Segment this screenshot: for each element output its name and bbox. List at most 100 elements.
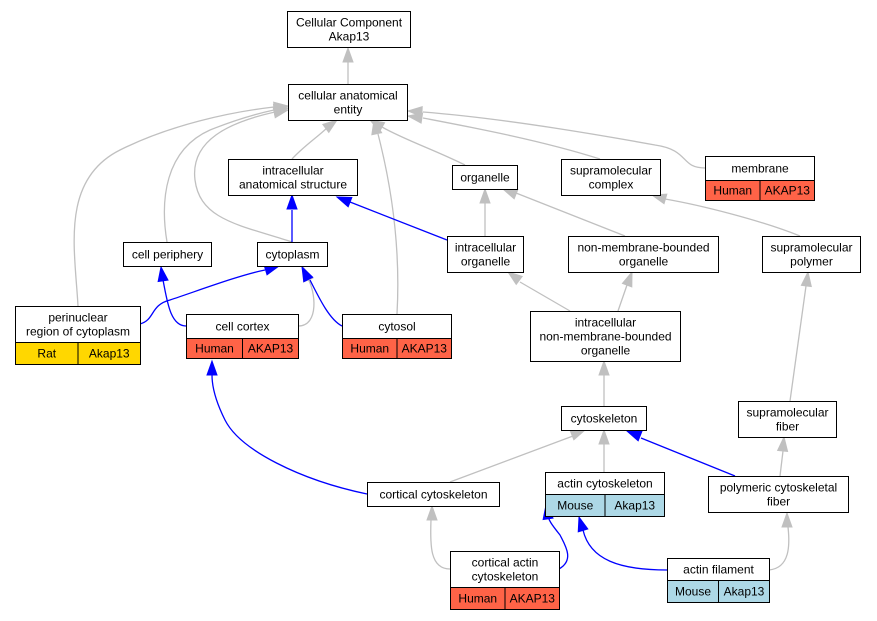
edge-is-a — [598, 359, 610, 406]
arrowhead — [625, 430, 643, 442]
arrowhead — [598, 359, 610, 376]
edge-line — [194, 111, 293, 243]
edge-part-of — [286, 193, 298, 242]
edge-line — [377, 133, 399, 315]
gene-label: Akap13 — [89, 347, 130, 361]
arrowhead — [621, 270, 633, 288]
species-label: Human — [195, 342, 234, 356]
arrowhead — [273, 101, 290, 113]
node-label: Cellular Component — [296, 16, 403, 30]
node-box — [287, 11, 411, 48]
species-label: Human — [713, 184, 752, 198]
node-box — [762, 236, 861, 273]
edge-is-a — [406, 106, 706, 169]
node-box — [342, 314, 452, 339]
edge-is-a — [598, 428, 610, 472]
edge-line — [664, 198, 801, 237]
arrowhead — [286, 193, 298, 210]
species-label: Mouse — [675, 585, 711, 599]
node-cytoplasm[interactable]: cytoplasm — [257, 242, 328, 267]
edge-is-a — [617, 270, 633, 312]
edge-part-of — [625, 430, 736, 477]
edge-line — [768, 526, 790, 571]
edge-line — [422, 111, 706, 169]
node-label: complex — [589, 178, 634, 192]
node-box — [561, 406, 647, 431]
arrowhead — [800, 270, 812, 288]
edge-is-a — [426, 504, 451, 570]
edge-part-of — [335, 196, 448, 241]
node-box — [447, 236, 524, 273]
arrowhead — [781, 511, 793, 528]
arrowhead — [598, 428, 610, 445]
gene-cell — [242, 338, 299, 359]
edge-is-a — [776, 435, 789, 477]
arrowhead — [577, 515, 589, 533]
edge-line — [789, 285, 807, 402]
edge-line — [779, 450, 784, 477]
arrowhead — [776, 435, 789, 452]
node-label: entity — [334, 103, 363, 117]
edge-line — [291, 125, 330, 160]
node-cell-periphery[interactable]: cell periphery — [123, 242, 212, 267]
node-label: non-membrane-bounded — [539, 330, 671, 344]
node-box — [530, 311, 681, 362]
gene-cell — [77, 342, 141, 365]
arrowhead — [479, 187, 491, 204]
node-label: cell periphery — [132, 248, 203, 262]
node-label: supramolecular — [770, 241, 852, 255]
arrowhead — [335, 196, 353, 208]
node-cortical-cytoskeleton[interactable]: cortical cytoskeleton — [367, 482, 500, 507]
node-label: cell cortex — [215, 320, 269, 334]
edge-is-a — [789, 270, 812, 402]
edge-is-a — [73, 101, 290, 307]
node-label: organelle — [619, 255, 669, 269]
node-label: actin filament — [683, 563, 754, 577]
node-intracellular-nmbo[interactable]: intracellularnon-membrane-boundedorganel… — [530, 311, 681, 362]
species-label: Human — [350, 342, 389, 356]
edge-line — [449, 435, 574, 483]
edge-is-a — [342, 46, 354, 84]
node-box — [738, 401, 837, 438]
edge-line — [73, 106, 275, 307]
node-organelle[interactable]: organelle — [452, 165, 518, 190]
node-label: polymeric cytoskeletal — [720, 481, 837, 495]
node-label: supramolecular — [746, 406, 828, 420]
node-box — [257, 242, 328, 267]
node-box — [288, 84, 408, 121]
node-label: fiber — [776, 420, 799, 434]
edge-line — [139, 269, 266, 325]
species-label: Human — [458, 592, 497, 606]
edge-is-a — [768, 511, 793, 571]
node-label: cytoplasm — [265, 248, 319, 262]
edge-part-of — [301, 265, 343, 327]
node-cytoskeleton[interactable]: cytoskeleton — [561, 406, 647, 431]
node-box — [568, 236, 719, 273]
node-box — [367, 482, 500, 507]
edge-line — [640, 437, 736, 477]
edge-line — [430, 519, 451, 570]
gene-cell — [396, 338, 452, 359]
edge-is-a — [371, 118, 399, 315]
node-box — [186, 314, 299, 339]
